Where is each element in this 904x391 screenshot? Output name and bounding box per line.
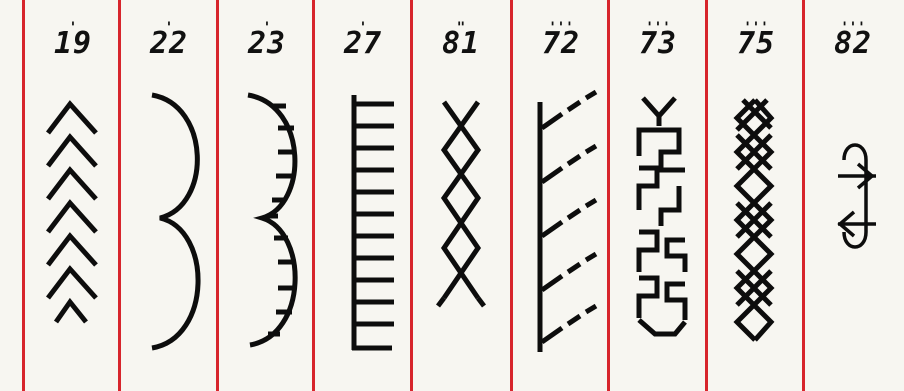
stitch-pattern-82[interactable]: ''' 82 <box>804 0 902 391</box>
stitch-pattern-81[interactable]: " 81 <box>412 0 510 391</box>
feather-stitch-icon <box>24 0 122 391</box>
stitch-pattern-75[interactable]: ''' 75 <box>707 0 805 391</box>
stitch-pattern-19[interactable]: ' 19 <box>24 0 122 391</box>
stitch-pattern-23[interactable]: ' 23 <box>218 0 316 391</box>
greek-key-stitch-icon <box>609 0 707 391</box>
cross-stitch-icon <box>412 0 510 391</box>
stitch-pattern-27[interactable]: ' 27 <box>314 0 412 391</box>
scallop-stitch-icon <box>120 0 218 391</box>
stitch-pattern-73[interactable]: ''' 73 <box>609 0 707 391</box>
blanket-scallop-stitch-icon <box>218 0 316 391</box>
lattice-stitch-icon <box>707 0 805 391</box>
comb-stitch-icon <box>314 0 412 391</box>
slant-dash-stitch-icon <box>512 0 610 391</box>
arrow-stitch-icon <box>804 0 902 391</box>
stitch-pattern-22[interactable]: ' 22 <box>120 0 218 391</box>
stitch-pattern-72[interactable]: ''' 72 <box>512 0 610 391</box>
